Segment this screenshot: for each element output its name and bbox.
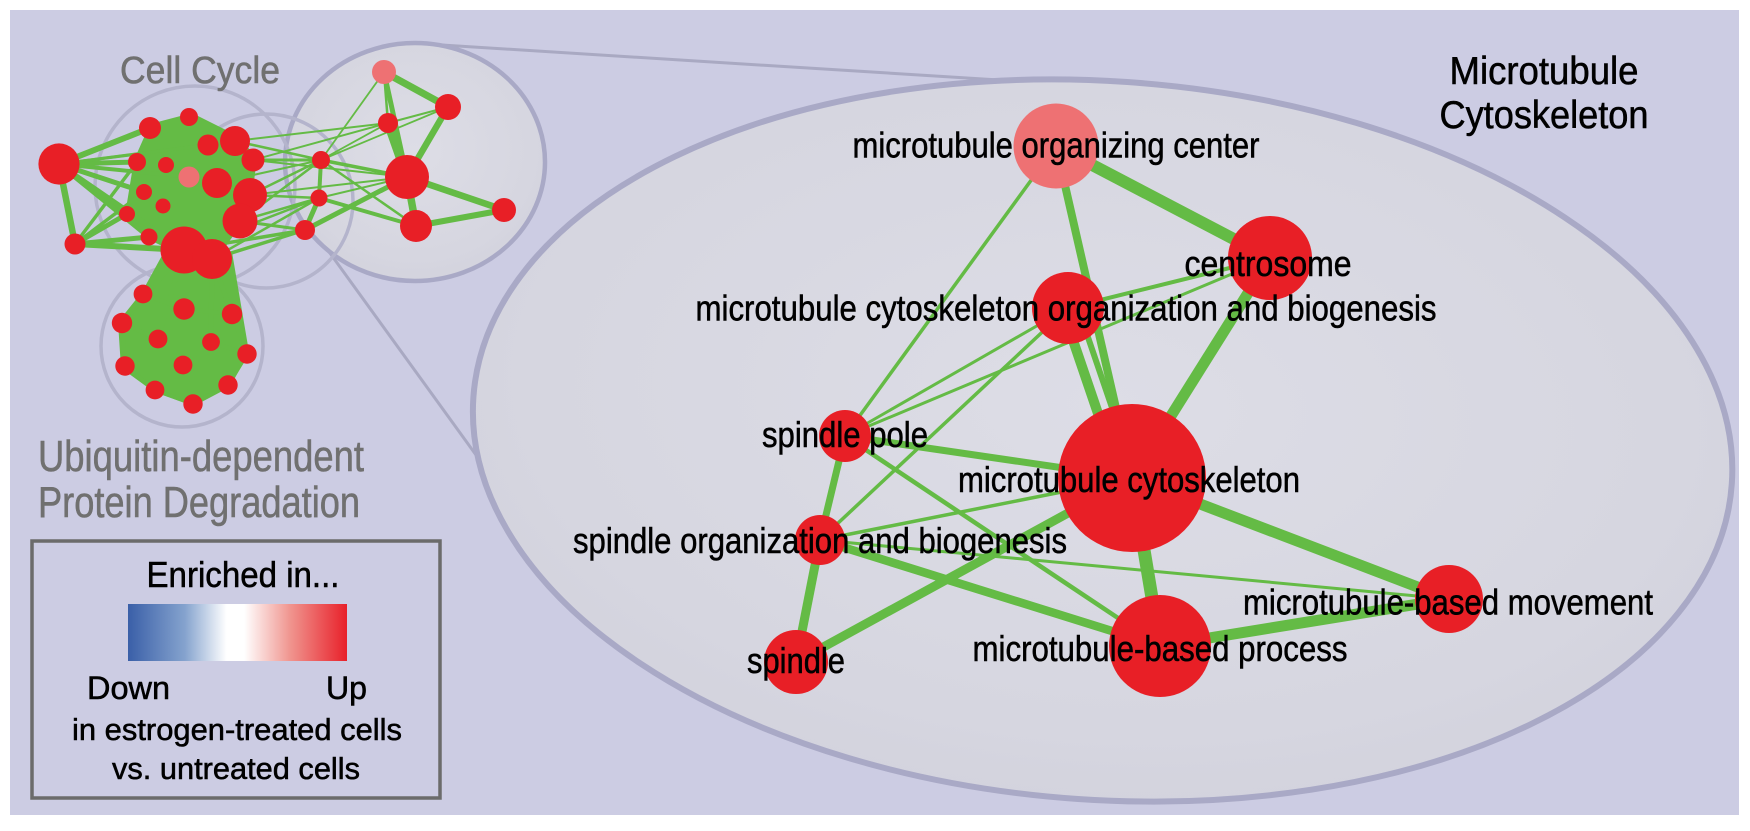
svg-text:Cell Cycle: Cell Cycle — [120, 50, 280, 92]
svg-text:spindle pole: spindle pole — [762, 414, 928, 455]
svg-text:vs. untreated cells: vs. untreated cells — [112, 751, 360, 786]
svg-text:spindle organization and bioge: spindle organization and biogenesis — [573, 520, 1067, 561]
svg-text:in estrogen-treated cells: in estrogen-treated cells — [72, 712, 402, 747]
svg-text:microtubule-based movement: microtubule-based movement — [1243, 582, 1653, 623]
svg-text:microtubule-based process: microtubule-based process — [973, 628, 1348, 669]
svg-text:microtubule organizing center: microtubule organizing center — [853, 125, 1260, 166]
svg-text:Enriched in...: Enriched in... — [147, 554, 340, 595]
svg-text:Ubiquitin-dependent: Ubiquitin-dependent — [38, 432, 364, 481]
svg-text:Protein Degradation: Protein Degradation — [38, 478, 360, 527]
svg-text:microtubule cytoskeleton organ: microtubule cytoskeleton organization an… — [696, 288, 1437, 329]
svg-text:spindle: spindle — [747, 640, 845, 681]
svg-text:Up: Up — [326, 670, 367, 706]
svg-text:centrosome: centrosome — [1185, 243, 1352, 284]
svg-text:Down: Down — [87, 670, 170, 706]
svg-text:microtubule cytoskeleton: microtubule cytoskeleton — [958, 459, 1300, 500]
svg-text:Microtubule: Microtubule — [1450, 50, 1639, 93]
svg-text:Cytoskeleton: Cytoskeleton — [1440, 94, 1649, 137]
